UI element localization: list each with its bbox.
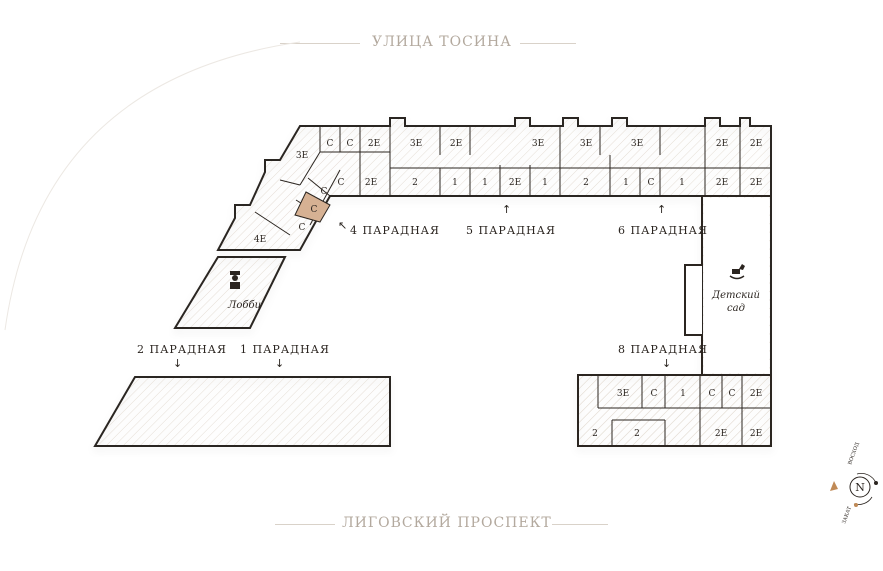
unit-2e: 2Е bbox=[750, 389, 762, 399]
unit-2e: 2Е bbox=[750, 429, 762, 439]
unit-1: 1 bbox=[542, 178, 548, 188]
top-street-line-left bbox=[280, 43, 360, 44]
unit-3e: 3Е bbox=[631, 139, 643, 149]
unit-2e: 2Е bbox=[368, 139, 380, 149]
lobby-label: Лобби bbox=[227, 300, 261, 311]
unit-2e: 2Е bbox=[750, 178, 762, 188]
unit-c: С bbox=[709, 389, 716, 399]
kindergarten-area bbox=[704, 198, 769, 373]
unit-2: 2 bbox=[592, 429, 598, 439]
entrance-6-arrow-icon: ↑ bbox=[657, 203, 667, 216]
entrance-1-label[interactable]: 1 ПАРАДНАЯ bbox=[240, 343, 330, 356]
kindergarten-label-line1: Детский bbox=[711, 290, 760, 301]
unit-2: 2 bbox=[634, 429, 640, 439]
unit-3e: 3Е bbox=[296, 151, 308, 161]
selected-unit[interactable] bbox=[294, 191, 331, 223]
bottom-street-line-right bbox=[552, 524, 608, 525]
unit-2e: 2Е bbox=[716, 178, 728, 188]
entrance-8-arrow-icon: ↓ bbox=[662, 357, 672, 370]
compass-sunrise-label: ВОСХОД bbox=[847, 442, 861, 466]
unit-3e: 3Е bbox=[532, 139, 544, 149]
unit-2e: 2Е bbox=[509, 178, 521, 188]
unit-c: С bbox=[321, 187, 328, 197]
lower-left-block bbox=[93, 376, 391, 447]
kindergarten-label-line2: сад bbox=[727, 303, 745, 314]
unit-2e: 2Е bbox=[450, 139, 462, 149]
unit-c: С bbox=[338, 178, 345, 188]
unit-labels: 3Е С С 2Е С С 2Е С С 4Е 3Е 2Е 3Е 2 1 1 2… bbox=[254, 139, 762, 439]
kindergarten-wall bbox=[684, 196, 703, 375]
unit-2e: 2Е bbox=[750, 139, 762, 149]
entrance-2-label[interactable]: 2 ПАРАДНАЯ bbox=[137, 343, 227, 356]
unit-2e: 2Е bbox=[715, 429, 727, 439]
unit-c-selected: С bbox=[311, 205, 318, 215]
unit-4e: 4Е bbox=[254, 235, 266, 245]
unit-3e: 3Е bbox=[617, 389, 629, 399]
compass-sunset-label: ЗАКАТ bbox=[841, 505, 853, 524]
compass: N ВОСХОД ЗАКАТ bbox=[830, 442, 878, 525]
unit-1: 1 bbox=[679, 178, 685, 188]
entrance-4-arrow-icon: ↖ bbox=[338, 219, 348, 232]
entrance-5-label[interactable]: 5 ПАРАДНАЯ bbox=[466, 224, 556, 237]
unit-c: С bbox=[347, 139, 354, 149]
lower-right-block bbox=[577, 374, 772, 447]
lower-right-walls bbox=[597, 375, 771, 446]
entrance-6-label[interactable]: 6 ПАРАДНАЯ bbox=[618, 224, 708, 237]
unit-2: 2 bbox=[583, 178, 589, 188]
entrance-5-arrow-icon: ↑ bbox=[502, 203, 512, 216]
unit-1: 1 bbox=[623, 178, 629, 188]
unit-c: С bbox=[327, 139, 334, 149]
unit-3e: 3Е bbox=[410, 139, 422, 149]
sunset-marker-icon bbox=[830, 481, 838, 491]
unit-c: С bbox=[729, 389, 736, 399]
entrance-4-label[interactable]: 4 ПАРАДНАЯ bbox=[350, 224, 440, 237]
unit-1: 1 bbox=[482, 178, 488, 188]
compass-north-letter: N bbox=[855, 481, 865, 494]
street-top-label: УЛИЦА ТОСИНА bbox=[372, 34, 512, 50]
unit-3e: 3Е bbox=[580, 139, 592, 149]
unit-2: 2 bbox=[412, 178, 418, 188]
unit-2e: 2Е bbox=[716, 139, 728, 149]
unit-c: С bbox=[651, 389, 658, 399]
bottom-street-line-left bbox=[275, 524, 335, 525]
unit-c: С bbox=[648, 178, 655, 188]
lobby-wing bbox=[173, 256, 287, 329]
background-arc bbox=[4, 41, 301, 331]
entrance-1-arrow-icon: ↓ bbox=[275, 357, 285, 370]
unit-1: 1 bbox=[452, 178, 458, 188]
rocking-horse-icon bbox=[729, 264, 745, 280]
concierge-icon bbox=[230, 271, 240, 289]
top-street-line-right bbox=[520, 43, 576, 44]
unit-1: 1 bbox=[680, 389, 686, 399]
street-bottom-label: ЛИГОВСКИЙ ПРОСПЕКТ bbox=[342, 515, 552, 531]
entrance-2-arrow-icon: ↓ bbox=[173, 357, 183, 370]
entrance-8-label[interactable]: 8 ПАРАДНАЯ bbox=[618, 343, 708, 356]
top-row-walls bbox=[319, 126, 771, 196]
unit-c: С bbox=[299, 223, 306, 233]
unit-2e: 2Е bbox=[365, 178, 377, 188]
